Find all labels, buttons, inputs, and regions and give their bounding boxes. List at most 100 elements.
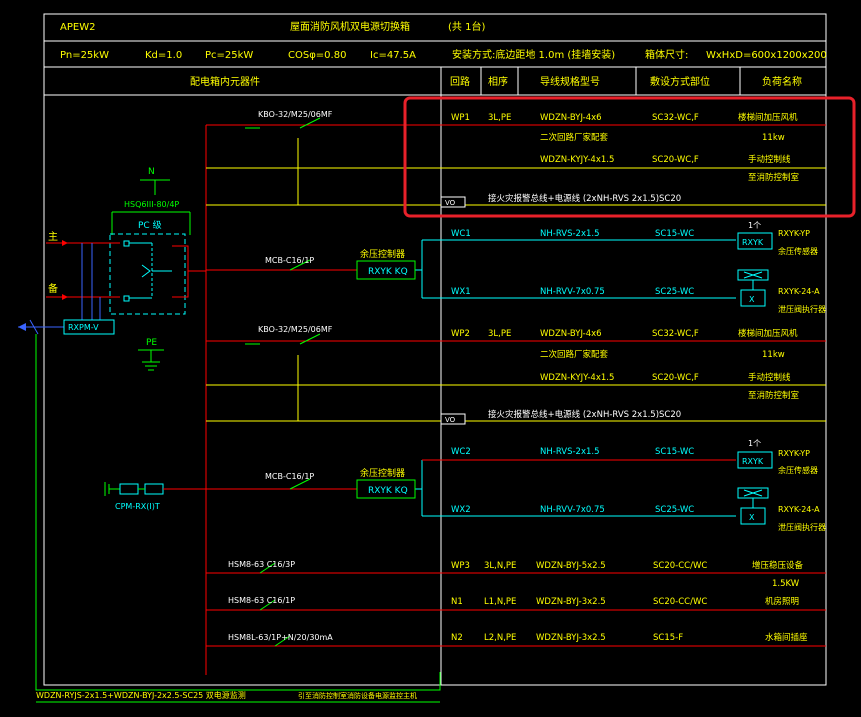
vo-tag-2: VO bbox=[440, 413, 466, 425]
col-cable: 导线规格型号 bbox=[540, 75, 600, 88]
actuator-device-2: X RXYK-24-A 泄压阀执行器 bbox=[737, 487, 826, 532]
highlight-box bbox=[403, 96, 856, 218]
row-n1-load: 机房照明 bbox=[765, 596, 799, 607]
ic-value: Ic=47.5A bbox=[370, 50, 416, 61]
row-wp2-ctrl-cable: WDZN-KYJY-4x1.5 bbox=[540, 373, 614, 383]
bottom-route-note: 引至消防控制室消防设备电源监控主机 bbox=[298, 691, 417, 700]
row-n2-phase: L2,N,PE bbox=[484, 633, 516, 643]
row-wx1-circuit: WX1 bbox=[451, 287, 471, 297]
sensor-2-box: RXYK bbox=[742, 457, 764, 466]
switch-symbols bbox=[245, 117, 321, 647]
sensor-1-box: RXYK bbox=[742, 238, 764, 247]
row-wc2-circuit: WC2 bbox=[451, 447, 471, 457]
breaker-model-n2: HSM8L-63/1P+N/20/30mA bbox=[228, 633, 333, 642]
row-wp1-laying: SC32-WC,F bbox=[652, 113, 699, 123]
row-wp1-ctrl-load: 手动控制线 bbox=[748, 154, 791, 165]
row-wc1-circuit: WC1 bbox=[451, 229, 471, 239]
sensor-2-qty: 1个 bbox=[748, 439, 761, 448]
panel-id: APEW2 bbox=[60, 22, 95, 33]
row-wp3-load: 增压稳压设备 bbox=[752, 560, 804, 571]
row-wp2-phase: 3L,PE bbox=[488, 329, 511, 339]
row-wp2-laying: SC32-WC,F bbox=[652, 329, 699, 339]
row-n2-cable: WDZN-BYJ-3x2.5 bbox=[536, 633, 606, 643]
row-wc2-cable: NH-RVS-2x1.5 bbox=[540, 447, 600, 457]
kd-value: Kd=1.0 bbox=[145, 50, 182, 61]
pc-grade: PC 级 bbox=[138, 219, 162, 231]
branch-wires bbox=[206, 124, 826, 647]
backup-supply-label: 备 bbox=[48, 282, 58, 295]
row-wp1-phase: 3L,PE bbox=[488, 113, 511, 123]
col-load: 负荷名称 bbox=[762, 75, 802, 88]
bottom-cable-note: WDZN-RYJS-2x1.5+WDZN-BYJ-2x2.5-SC25 双电源监… bbox=[36, 690, 246, 700]
main-arrow-icon bbox=[62, 240, 68, 246]
row-wp1-sub-cable: 二次回路厂家配套 bbox=[540, 132, 609, 143]
monitor-arrow-icon bbox=[18, 323, 26, 331]
install-method: 安装方式:底边距地 1.0m (挂墙安装) bbox=[452, 48, 615, 61]
sensor-device-2: 1个 RXYK RXYK-YP 余压传感器 bbox=[737, 439, 818, 475]
sensor-1-name: 余压传感器 bbox=[778, 246, 818, 256]
row-wp3-circuit: WP3 bbox=[451, 561, 470, 571]
breaker-icon-1 bbox=[245, 117, 321, 129]
controller-1-title: 余压控制器 bbox=[360, 248, 405, 260]
incoming-section: N HSQ6III-80/4P PC 级 主 备 bbox=[18, 125, 441, 703]
actuator-1-name: 泄压阀执行器 bbox=[778, 304, 826, 314]
pe-label: PE bbox=[146, 338, 157, 348]
row-wp2-sub-cable: 二次回路厂家配套 bbox=[540, 349, 609, 360]
svg-text:VO: VO bbox=[445, 416, 456, 424]
monitor-module-box bbox=[63, 319, 115, 335]
breaker-model-mcb1: MCB-C16/1P bbox=[265, 256, 314, 265]
controller-1: 余压控制器 RXYK KQ bbox=[356, 248, 416, 280]
controller-2-title: 余压控制器 bbox=[360, 467, 405, 479]
main-supply-label: 主 bbox=[48, 231, 58, 243]
row-wp1-sub-load: 11kw bbox=[762, 133, 785, 143]
row-wp2-circuit: WP2 bbox=[451, 329, 470, 339]
backup-arrow-icon bbox=[62, 294, 68, 300]
sensor-device-1: 1个 RXYK RXYK-YP 余压传感器 bbox=[737, 221, 818, 256]
panel-title: 屋面消防风机双电源切换箱 bbox=[290, 20, 410, 33]
size-value: WxHxD=600x1200x200 bbox=[706, 50, 827, 61]
svg-text:VO: VO bbox=[445, 199, 456, 207]
actuator-device-1: X RXYK-24-A 泄压阀执行器 bbox=[737, 269, 826, 314]
row-wx1-cable: NH-RVV-7x0.75 bbox=[540, 287, 605, 297]
row-wp3-load2: 1.5KW bbox=[772, 579, 800, 589]
actuator-1-box: X bbox=[749, 295, 755, 304]
damper-icon bbox=[743, 271, 763, 279]
row-wx2-cable: NH-RVV-7x0.75 bbox=[540, 505, 605, 515]
controller-2: 余压控制器 RXYK KQ bbox=[356, 467, 416, 499]
row-wx1-laying: SC25-WC bbox=[655, 287, 694, 297]
row-wp3-cable: WDZN-BYJ-5x2.5 bbox=[536, 561, 606, 571]
breaker-model-mcb2: MCB-C16/1P bbox=[265, 472, 314, 481]
breaker-model-wp3: HSM8-63 C16/3P bbox=[228, 560, 295, 569]
row-wp2-sub-load: 11kw bbox=[762, 350, 785, 360]
row-wx2-circuit: WX2 bbox=[451, 505, 471, 515]
row-wp2-load: 楼梯间加压风机 bbox=[738, 328, 798, 339]
row-n2-load: 水箱间插座 bbox=[765, 632, 808, 643]
panel-count: (共 1台) bbox=[448, 20, 485, 33]
sensor-2-name: 余压传感器 bbox=[778, 465, 818, 475]
col-phase: 相序 bbox=[488, 75, 508, 88]
size-label: 箱体尺寸: bbox=[645, 48, 688, 61]
col-circuit: 回路 bbox=[450, 75, 470, 88]
row-n1-laying: SC20-CC/WC bbox=[653, 597, 707, 607]
pn-value: Pn=25kW bbox=[60, 50, 109, 61]
row-wp2-ctrl-load: 手动控制线 bbox=[748, 372, 791, 383]
ats-contact-icon bbox=[141, 264, 151, 278]
sensor-1-qty: 1个 bbox=[748, 221, 761, 230]
row-wx2-laying: SC25-WC bbox=[655, 505, 694, 515]
col-laying: 敷设方式部位 bbox=[650, 75, 710, 88]
actuator-2-name: 泄压阀执行器 bbox=[778, 522, 826, 532]
row-wp1-circuit: WP1 bbox=[451, 113, 470, 123]
actuator-1-model: RXYK-24-A bbox=[778, 287, 820, 296]
row-vo2-text: 接火灾报警总线+电源线 (2xNH-RVS 2x1.5)SC20 bbox=[488, 409, 681, 420]
row-n1-cable: WDZN-BYJ-3x2.5 bbox=[536, 597, 606, 607]
damper-icon-2 bbox=[743, 489, 763, 497]
breaker-icon-n2 bbox=[274, 635, 291, 647]
row-wp3-laying: SC20-CC/WC bbox=[653, 561, 707, 571]
sensor-1-model: RXYK-YP bbox=[778, 229, 810, 238]
row-n1-circuit: N1 bbox=[451, 597, 463, 607]
row-wc2-laying: SC15-WC bbox=[655, 447, 694, 457]
spd-model: CPM-RX(I)T bbox=[115, 502, 160, 511]
row-wp1-ctrl-load2: 至消防控制室 bbox=[748, 172, 800, 183]
breaker-model-n1: HSM8-63 C16/1P bbox=[228, 596, 295, 605]
